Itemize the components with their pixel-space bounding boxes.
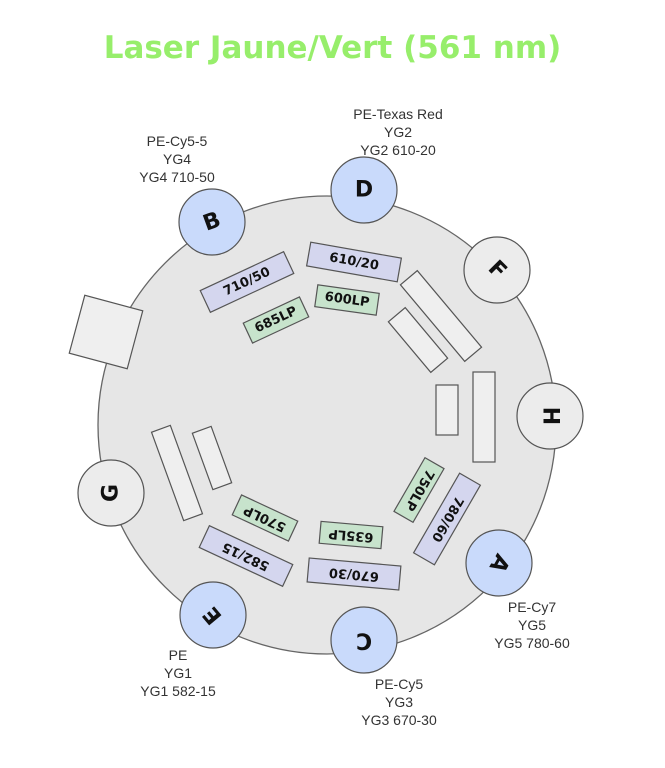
filter-670-30: 670/30: [306, 557, 402, 591]
svg-text:D: D: [355, 178, 373, 203]
mirror-slot-f-long: [399, 269, 483, 363]
label-b: PE-Cy5-5 YG4 YG4 710-50: [139, 133, 215, 185]
svg-text:G: G: [99, 484, 124, 502]
mirror-slot-h-short: [435, 384, 459, 436]
detector-a[interactable]: A: [465, 529, 533, 597]
mirror-slot-f-short: [387, 306, 449, 374]
detector-g[interactable]: G: [77, 459, 145, 527]
filter-600lp: 600LP: [314, 284, 380, 316]
detector-b[interactable]: B: [178, 188, 246, 256]
detector-e[interactable]: E: [179, 581, 247, 649]
detector-f[interactable]: F: [463, 236, 531, 304]
label-a: PE-Cy7 YG5 YG5 780-60: [494, 599, 570, 651]
svg-text:600LP: 600LP: [324, 289, 371, 310]
svg-text:YG4: YG4: [163, 151, 191, 167]
svg-text:YG4 710-50: YG4 710-50: [139, 169, 215, 185]
label-c: PE-Cy5 YG3 YG3 670-30: [361, 676, 437, 728]
svg-text:PE-Cy5: PE-Cy5: [375, 676, 423, 692]
svg-text:PE-Cy5-5: PE-Cy5-5: [147, 133, 208, 149]
svg-text:YG3 670-30: YG3 670-30: [361, 712, 437, 728]
label-e: PE YG1 YG1 582-15: [140, 647, 216, 699]
svg-text:YG3: YG3: [385, 694, 413, 710]
laser-port-square: [68, 294, 144, 370]
svg-text:YG1: YG1: [164, 665, 192, 681]
mirror-slot-g-short: [191, 425, 233, 491]
svg-text:670/30: 670/30: [328, 564, 379, 583]
svg-text:PE-Texas Red: PE-Texas Red: [353, 106, 442, 122]
page-title: Laser Jaune/Vert (561 nm): [103, 30, 562, 66]
svg-text:YG5 780-60: YG5 780-60: [494, 635, 570, 651]
svg-text:YG2: YG2: [384, 124, 412, 140]
svg-text:C: C: [356, 628, 372, 653]
detector-d[interactable]: D: [330, 156, 398, 224]
svg-text:YG5: YG5: [518, 617, 546, 633]
svg-text:YG1 582-15: YG1 582-15: [140, 683, 216, 699]
detector-h[interactable]: H: [516, 382, 584, 450]
svg-text:635LP: 635LP: [328, 526, 374, 545]
mirror-slot-h-long: [472, 371, 496, 463]
svg-text:H: H: [538, 407, 563, 425]
detector-c[interactable]: C: [330, 606, 398, 674]
svg-text:PE: PE: [169, 647, 188, 663]
mirror-slot-g-long: [150, 424, 204, 522]
label-d: PE-Texas Red YG2 YG2 610-20: [353, 106, 442, 158]
svg-text:PE-Cy7: PE-Cy7: [508, 599, 556, 615]
svg-text:YG2 610-20: YG2 610-20: [360, 142, 436, 158]
filter-635lp: 635LP: [318, 520, 384, 550]
filter-610-20: 610/20: [305, 241, 403, 283]
